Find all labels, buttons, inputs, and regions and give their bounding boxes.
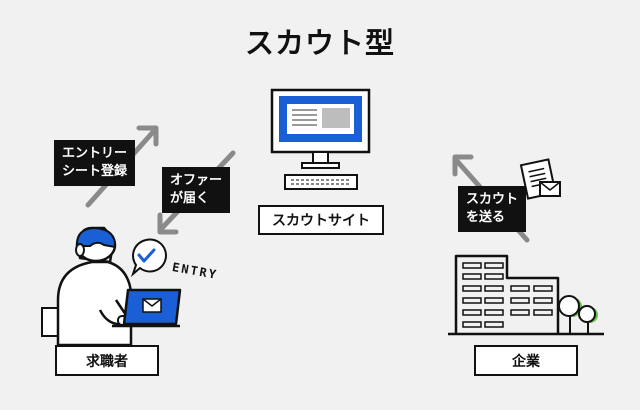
- monitor-icon: [270, 88, 371, 169]
- tag-entry-sheet-line2: シート登録: [62, 164, 128, 179]
- tag-offer-line1: オファー: [170, 173, 223, 188]
- keyboard-icon: [284, 174, 358, 190]
- tag-send-scout-line1: スカウト: [466, 192, 519, 207]
- tag-offer-line2: が届く: [170, 191, 210, 206]
- page-title: スカウト型: [244, 26, 395, 60]
- check-bubble-icon: [130, 238, 167, 278]
- label-company: 企業: [474, 345, 578, 376]
- tag-send-scout-line2: を送る: [466, 210, 506, 225]
- tree-icon: [558, 295, 598, 333]
- tag-send-scout: スカウト を送る: [458, 186, 527, 232]
- job-seeker-illustration: [41, 226, 135, 347]
- tag-entry-sheet-line1: エントリー: [62, 146, 128, 161]
- label-scout-site: スカウトサイト: [258, 205, 384, 235]
- label-job-seeker: 求職者: [55, 345, 159, 376]
- envelope-icon: [142, 298, 162, 313]
- building-icon: [448, 254, 604, 336]
- document-icon: [519, 158, 561, 200]
- tag-offer: オファー が届く: [162, 167, 231, 213]
- tag-entry-sheet: エントリー シート登録: [54, 140, 136, 186]
